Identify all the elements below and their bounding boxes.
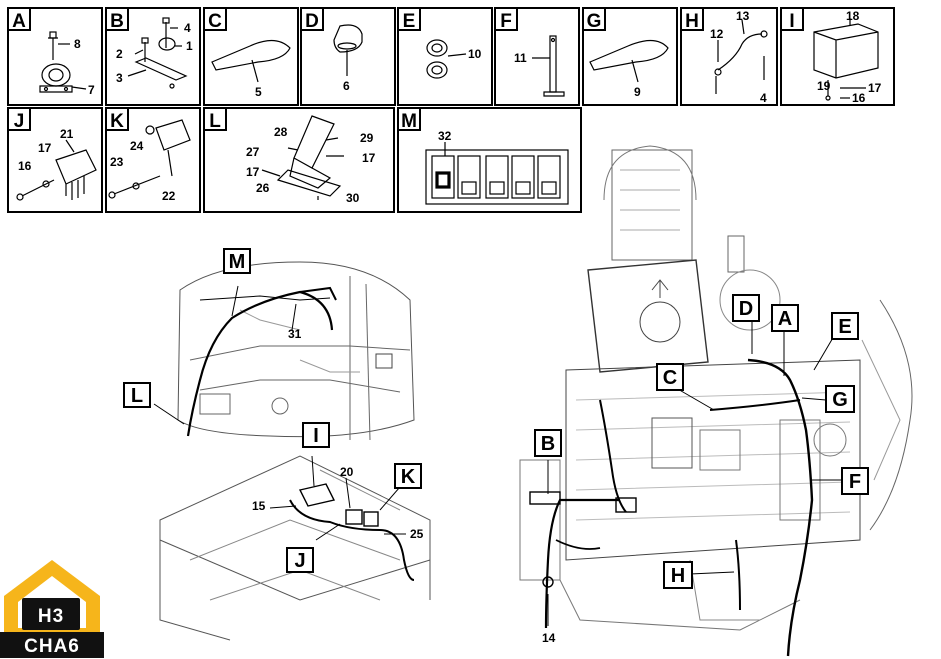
panel-f-strap-drawing bbox=[532, 35, 565, 97]
panel-h-letter: H bbox=[685, 11, 699, 32]
panel-e-num-10: 10 bbox=[468, 47, 482, 61]
panel-m-num-32: 32 bbox=[438, 129, 452, 143]
panel-j-relay-drawing bbox=[16, 139, 97, 201]
panel-k-num-23: 23 bbox=[110, 155, 124, 169]
engine-callout-h: H bbox=[671, 565, 685, 587]
frame-relay-view bbox=[159, 455, 431, 641]
panel-l-pedal-drawing bbox=[261, 115, 344, 200]
panel-l-num-29: 29 bbox=[360, 131, 374, 145]
panel-j-num-17: 17 bbox=[38, 141, 52, 155]
panel-i-num-17: 17 bbox=[868, 81, 882, 95]
panel-d-cap-drawing bbox=[333, 24, 363, 76]
cab-callout-m: M bbox=[229, 251, 246, 273]
engine-callout-g: G bbox=[832, 389, 848, 411]
panel-c-letter: C bbox=[208, 11, 222, 32]
h3-logo bbox=[0, 560, 104, 658]
panel-b-bracket-drawing bbox=[127, 17, 188, 89]
engine-callout-c: C bbox=[663, 367, 677, 389]
frame-num-15: 15 bbox=[252, 499, 266, 513]
frame-num-25: 25 bbox=[410, 527, 424, 541]
panel-a-clamp-drawing bbox=[39, 31, 87, 93]
panel-i-relay-box-drawing bbox=[813, 18, 879, 101]
engine-callout-b: B bbox=[541, 433, 555, 455]
panel-b-letter: B bbox=[110, 11, 124, 32]
panel-j-letter: J bbox=[14, 111, 25, 132]
panel-l-num-17b: 17 bbox=[246, 165, 260, 179]
panel-m-letter: M bbox=[401, 111, 417, 132]
logo-mark: H3 bbox=[38, 606, 64, 627]
panel-c-cable-tie-drawing bbox=[211, 39, 291, 83]
panel-d-num-6: 6 bbox=[343, 79, 350, 93]
cab-callout-l: L bbox=[131, 385, 143, 407]
panel-l-num-28: 28 bbox=[274, 125, 288, 139]
frame-num-20: 20 bbox=[340, 465, 354, 479]
engine-num-14: 14 bbox=[542, 631, 556, 645]
engine-callout-a: A bbox=[778, 308, 792, 330]
frame-callout-k: K bbox=[401, 466, 416, 488]
panel-b-num-4: 4 bbox=[184, 21, 191, 35]
engine-callout-e: E bbox=[838, 316, 851, 338]
panel-j-num-21: 21 bbox=[60, 127, 74, 141]
panel-g-num-9: 9 bbox=[634, 85, 641, 99]
logo-text: CHA6 bbox=[24, 636, 80, 657]
panel-j-num-16: 16 bbox=[18, 159, 32, 173]
panel-k-solenoid-drawing bbox=[108, 119, 191, 199]
panel-l-num-26: 26 bbox=[256, 181, 270, 195]
panel-a-num-8: 8 bbox=[74, 37, 81, 51]
panel-l-num-17a: 17 bbox=[362, 151, 376, 165]
panel-f-letter: F bbox=[500, 11, 512, 32]
panel-b-num-3: 3 bbox=[116, 71, 123, 85]
panel-h-num-13: 13 bbox=[736, 9, 750, 23]
panel-a-num-7: 7 bbox=[88, 83, 95, 97]
panel-h-num-12: 12 bbox=[710, 27, 724, 41]
panel-i-num-18: 18 bbox=[846, 9, 860, 23]
cab-interior-view bbox=[153, 261, 415, 441]
panel-c-num-5: 5 bbox=[255, 85, 262, 99]
panel-g-cable-tie-drawing bbox=[589, 39, 669, 83]
engine-view bbox=[519, 145, 913, 657]
panel-b-num-2: 2 bbox=[116, 47, 123, 61]
panel-f-num-11: 11 bbox=[514, 51, 527, 65]
panel-h-ground-cable-drawing bbox=[714, 19, 768, 94]
panel-i-num-19: 19 bbox=[817, 79, 831, 93]
panel-l-letter: L bbox=[209, 111, 221, 132]
panel-k-num-24: 24 bbox=[130, 139, 144, 153]
frame-callout-i: I bbox=[313, 425, 319, 447]
panel-i-num-16: 16 bbox=[852, 91, 866, 105]
engine-callout-f: F bbox=[849, 471, 861, 493]
panel-m-switch-panel-drawing bbox=[425, 142, 569, 205]
frame-callout-j: J bbox=[294, 550, 305, 572]
panel-e-clip-drawing bbox=[426, 39, 467, 79]
panel-i-letter: I bbox=[789, 11, 794, 32]
panel-h-num-4: 4 bbox=[760, 91, 767, 105]
panel-l-num-30: 30 bbox=[346, 191, 360, 205]
panel-k-num-22: 22 bbox=[162, 189, 176, 203]
panel-k-letter: K bbox=[110, 111, 124, 132]
engine-callout-d: D bbox=[739, 298, 753, 320]
cab-num-31: 31 bbox=[288, 327, 302, 341]
panel-a-letter: A bbox=[12, 11, 26, 32]
panel-b-num-1: 1 bbox=[186, 39, 193, 53]
panel-g-letter: G bbox=[587, 11, 602, 32]
panel-l-num-27: 27 bbox=[246, 145, 260, 159]
panel-d-letter: D bbox=[305, 11, 319, 32]
panel-e-letter: E bbox=[403, 11, 416, 32]
